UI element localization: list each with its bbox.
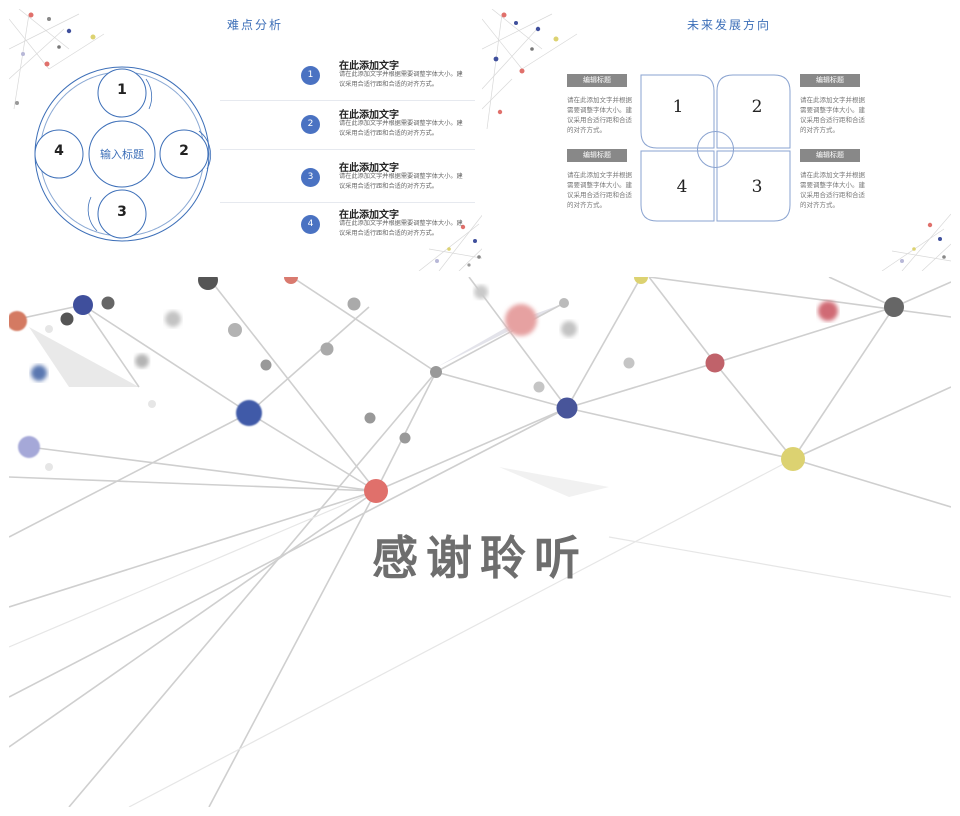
box-desc-bottom-left: 请在此添加文字并根据需要调整字体大小。建议采用合适行距和合适的对齐方式。	[567, 171, 632, 209]
item-number-badge: 3	[301, 168, 320, 187]
list-item: 4 在此添加文字 请在此添加文字并根据需要调整字体大小。建议采用合适行距和合适的…	[220, 202, 475, 250]
network-background-left	[9, 9, 487, 271]
slide-thank-you: 感谢聆听	[9, 277, 951, 807]
cycle-number-2: 2	[179, 143, 189, 159]
item-title: 在此添加文字	[339, 210, 399, 221]
network-background-right	[482, 9, 951, 271]
box-desc-bottom-right: 请在此添加文字并根据需要调整字体大小。建议采用合适行距和合适的对齐方式。	[800, 171, 865, 209]
cycle-number-1: 1	[117, 82, 127, 98]
edit-title-label-bottom-right: 编辑标题	[800, 149, 860, 162]
list-item: 3 在此添加文字 请在此添加文字并根据需要调整字体大小。建议采用合适行距和合适的…	[220, 155, 475, 203]
box-desc-top-right: 请在此添加文字并根据需要调整字体大小。建议采用合适行距和合适的对齐方式。	[800, 96, 865, 134]
divider	[220, 202, 475, 203]
item-desc: 请在此添加文字并根据需要调整字体大小。建议采用合适行距和合适的对齐方式。	[339, 220, 463, 237]
divider	[220, 149, 475, 150]
item-desc: 请在此添加文字并根据需要调整字体大小。建议采用合适行距和合适的对齐方式。	[339, 120, 463, 137]
edit-title-label-top-left: 编辑标题	[567, 74, 627, 87]
cycle-center-label: 输入标题	[100, 148, 144, 161]
slide-title: 难点分析	[227, 18, 284, 32]
list-item: 2 在此添加文字 请在此添加文字并根据需要调整字体大小。建议采用合适行距和合适的…	[220, 102, 475, 150]
quadrant-number-4: 4	[676, 177, 688, 197]
quadrant-number-3: 3	[751, 177, 763, 197]
quadrant-number-2: 2	[751, 97, 763, 117]
box-desc-top-left: 请在此添加文字并根据需要调整字体大小。建议采用合适行距和合适的对齐方式。	[567, 96, 632, 134]
slide-difficulty-analysis: 难点分析 1 2 3 4 输入标题 1 在此添加文字 请在此添加文字并根据需要调	[9, 9, 487, 271]
quadrant-diagram	[640, 74, 791, 222]
item-desc: 请在此添加文字并根据需要调整字体大小。建议采用合适行距和合适的对齐方式。	[339, 71, 463, 88]
item-number-badge: 2	[301, 115, 320, 134]
edit-title-label-top-right: 编辑标题	[800, 74, 860, 87]
item-number-badge: 4	[301, 215, 320, 234]
cycle-labels: 1 2 3 4 输入标题	[9, 9, 219, 271]
list-item: 1 在此添加文字 请在此添加文字并根据需要调整字体大小。建议采用合适行距和合适的…	[220, 53, 475, 101]
cycle-number-4: 4	[54, 143, 64, 159]
slide-title: 未来发展方向	[687, 18, 772, 32]
cycle-diagram	[34, 66, 211, 242]
divider	[220, 100, 475, 101]
item-title: 在此添加文字	[339, 163, 399, 174]
thank-you-text: 感谢聆听	[372, 531, 588, 585]
edit-title-label-bottom-left: 编辑标题	[567, 149, 627, 162]
cycle-number-3: 3	[117, 204, 127, 220]
slide-future-direction: 未来发展方向 1 2 4 3 编辑标题 请在此添加文字并根据需要调整字体大小。建…	[482, 9, 951, 271]
item-title: 在此添加文字	[339, 61, 399, 72]
item-title: 在此添加文字	[339, 110, 399, 121]
item-desc: 请在此添加文字并根据需要调整字体大小。建议采用合适行距和合适的对齐方式。	[339, 173, 463, 190]
network-background-large	[9, 277, 951, 807]
item-number-badge: 1	[301, 66, 320, 85]
quadrant-number-1: 1	[672, 97, 684, 117]
